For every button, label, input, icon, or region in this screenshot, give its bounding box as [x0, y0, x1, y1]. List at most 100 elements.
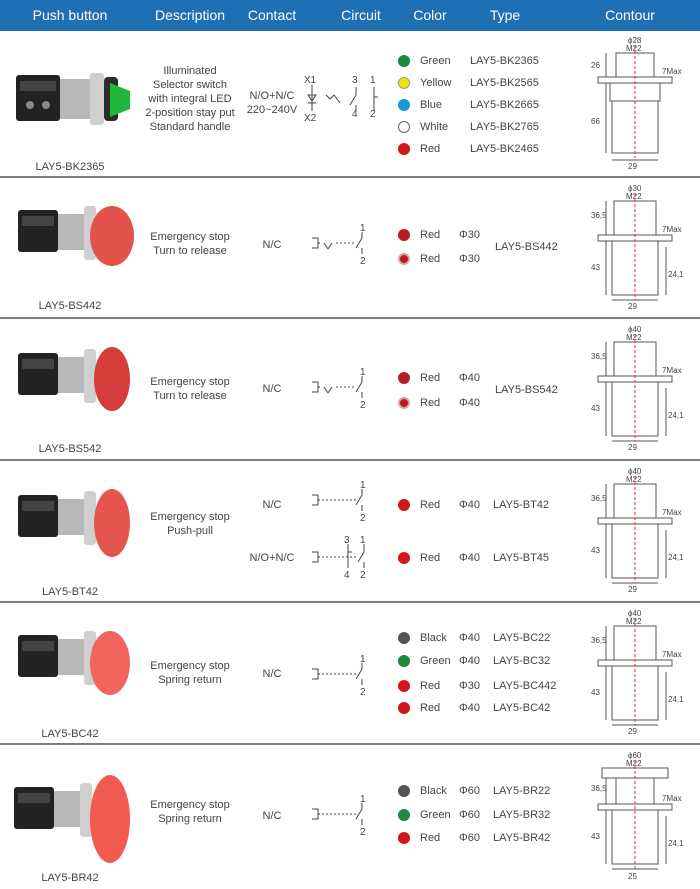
svg-text:24,1: 24,1	[668, 411, 684, 420]
size: Φ40	[459, 702, 481, 714]
svg-text:2: 2	[370, 109, 376, 120]
row-divider	[0, 459, 700, 461]
svg-text:1: 1	[360, 794, 366, 805]
type-code: LAY5-BK2565	[470, 77, 539, 89]
size: Φ40	[459, 372, 481, 384]
color-swatch	[398, 77, 410, 89]
svg-text:M22: M22	[626, 617, 642, 626]
color-name: Red	[420, 253, 441, 265]
header-description: Description	[154, 7, 226, 23]
svg-text:36,5: 36,5	[591, 784, 607, 793]
svg-text:7Max: 7Max	[662, 67, 682, 76]
svg-text:29: 29	[628, 443, 637, 452]
svg-text:24,1: 24,1	[668, 695, 684, 704]
svg-text:43: 43	[591, 546, 600, 555]
circuit-diagram: 1 2	[312, 223, 366, 267]
color-name: Red	[420, 397, 441, 409]
contour-drawing: ϕ40 M22 36,5 43 24,1 29 7Max	[591, 609, 684, 736]
contour-drawing: ϕ30 M22 36,5 43 24,1 29 7Max	[591, 184, 684, 311]
circuit-diagram: 1 2	[312, 367, 366, 411]
svg-text:7Max: 7Max	[662, 794, 682, 803]
type-code: LAY5-BT45	[493, 552, 550, 564]
svg-text:43: 43	[591, 404, 600, 413]
type-code: LAY5-BT42	[493, 499, 550, 511]
svg-text:3: 3	[352, 75, 358, 86]
svg-text:36,5: 36,5	[591, 352, 607, 361]
contact-type: N/C	[262, 668, 282, 680]
svg-text:2: 2	[360, 827, 366, 838]
svg-text:ϕ28: ϕ28	[628, 36, 642, 45]
type-code: LAY5-BS542	[495, 384, 558, 396]
color-name: Red	[420, 372, 441, 384]
svg-text:ϕ40: ϕ40	[628, 325, 642, 334]
svg-text:24,1: 24,1	[668, 270, 684, 279]
header-contact: Contact	[247, 7, 297, 23]
svg-text:43: 43	[591, 263, 600, 272]
svg-text:43: 43	[591, 688, 600, 697]
color-name: Red	[420, 552, 441, 564]
header-circuit: Circuit	[341, 7, 381, 23]
color-swatch	[398, 143, 410, 155]
color-name: Black	[420, 632, 447, 644]
emergency-stop-photo	[18, 489, 130, 557]
header-contour: Contour	[605, 7, 655, 23]
svg-text:1: 1	[360, 535, 366, 546]
svg-text:7Max: 7Max	[662, 366, 682, 375]
color-name: Red	[420, 499, 441, 511]
product-caption: LAY5-BS442	[38, 300, 102, 312]
size: Φ40	[459, 397, 481, 409]
svg-text:1: 1	[360, 223, 366, 234]
color-swatch	[398, 632, 410, 644]
contour-drawing: ϕ40 M22 36,5 43 24,1 29 7Max	[591, 325, 684, 452]
type-code: LAY5-BK2465	[470, 143, 539, 155]
svg-text:2: 2	[360, 570, 366, 581]
svg-text:2: 2	[360, 513, 366, 524]
color-swatch	[398, 655, 410, 667]
color-name: Red	[420, 680, 441, 692]
svg-text:2: 2	[360, 256, 366, 267]
circuit-diagram: X1 X2 3 1 4 2	[304, 75, 378, 124]
circuit-diagram: 1 2	[312, 654, 366, 698]
contact-type: N/O+N/C	[249, 552, 295, 564]
color-name: White	[420, 121, 449, 133]
type-code: LAY5-BR32	[493, 809, 551, 821]
color-swatch	[398, 832, 410, 844]
color-name: Blue	[420, 99, 443, 111]
circuit-diagram: 1 2	[312, 480, 366, 524]
svg-text:29: 29	[628, 727, 637, 736]
table-header: Push button Description Contact Circuit …	[0, 0, 700, 31]
size: Φ40	[459, 655, 481, 667]
led-swatch	[398, 253, 410, 265]
size: Φ40	[459, 552, 481, 564]
color-name: Yellow	[420, 77, 452, 89]
svg-text:X1: X1	[304, 75, 317, 86]
color-swatch	[398, 552, 410, 564]
color-swatch	[398, 55, 410, 67]
contact-type: N/C	[262, 383, 282, 395]
emergency-stop-photo	[18, 631, 130, 695]
svg-text:7Max: 7Max	[662, 508, 682, 517]
svg-text:25: 25	[628, 872, 637, 881]
color-name: Red	[420, 832, 441, 844]
color-swatch	[398, 499, 410, 511]
type-code: LAY5-BR42	[493, 832, 551, 844]
color-swatch	[398, 680, 410, 692]
emergency-stop-photo	[14, 775, 130, 863]
size: Φ40	[459, 632, 481, 644]
selector-switch-photo	[16, 73, 130, 125]
color-swatch	[398, 809, 410, 821]
svg-text:X2: X2	[304, 113, 317, 124]
svg-text:ϕ60: ϕ60	[628, 751, 642, 760]
color-name: Red	[420, 229, 441, 241]
svg-text:36,5: 36,5	[591, 211, 607, 220]
contour-drawing: ϕ60 M22 36,5 43 24,1 25 7Max	[591, 751, 684, 881]
color-name: Green	[420, 655, 451, 667]
svg-text:36,5: 36,5	[591, 494, 607, 503]
